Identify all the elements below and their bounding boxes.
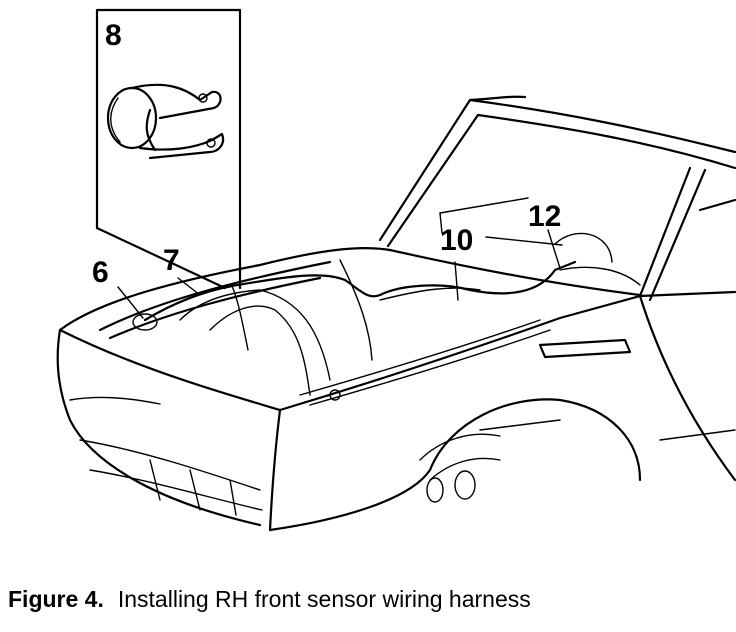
wiring-harness — [143, 260, 577, 351]
callout-6: 6 — [92, 256, 109, 289]
leader-lines — [117, 197, 563, 319]
callout-10: 10 — [440, 224, 473, 257]
callout-8: 8 — [105, 19, 122, 52]
callout-7: 7 — [163, 244, 180, 277]
clip-detail-inset — [95, 8, 242, 290]
caption-text: Installing RH front sensor wiring harnes… — [117, 586, 531, 612]
windshield-cab — [378, 95, 736, 302]
harness-clip-icon — [106, 83, 225, 160]
figure-caption: Figure 4. Installing RH front sensor wiri… — [8, 586, 728, 613]
callout-12: 12 — [528, 200, 561, 233]
caption-label: Figure 4. — [8, 586, 104, 612]
vehicle-front-body — [56, 247, 736, 532]
